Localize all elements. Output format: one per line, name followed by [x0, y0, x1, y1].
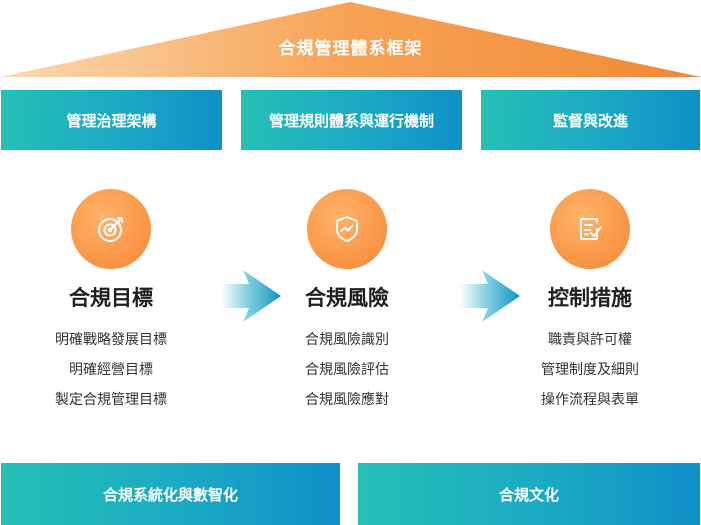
list-item: 合規風險識別 [305, 332, 389, 348]
pillar-label: 監督與改進 [552, 111, 628, 130]
pillar-label: 管理規則體系與運行機制 [268, 111, 434, 130]
checklist-icon-circle [550, 189, 630, 269]
list-item: 管理制度及細則 [541, 362, 639, 378]
target-icon [98, 217, 123, 242]
pillar-governance-structure: 管理治理架構 [1, 90, 222, 150]
shield-icon [336, 216, 358, 242]
shield-icon-circle [307, 189, 387, 269]
framework-title: 合規管理體系框架 [278, 39, 423, 59]
framework-roof [0, 2, 701, 77]
target-icon-circle [71, 189, 151, 269]
list-item: 明確經營目標 [69, 362, 153, 378]
foundation-label: 合規系統化與數智化 [102, 485, 238, 504]
flow-arrow-icon [460, 270, 520, 322]
foundation-label: 合規文化 [498, 485, 559, 504]
list-item: 合規風險應對 [305, 392, 389, 408]
column-list-control-measures: 職責與許可權 管理制度及細則 操作流程與表單 [490, 329, 690, 419]
checklist-icon [580, 218, 602, 240]
column-title-compliance-risk: 合規風險 [305, 286, 389, 310]
list-item: 職責與許可權 [548, 332, 632, 348]
column-list-compliance-risk: 合規風險識別 合規風險評估 合規風險應對 [247, 329, 447, 419]
pillar-rules-system: 管理規則體系與運行機制 [241, 90, 462, 150]
column-title-compliance-goals: 合規目標 [69, 286, 153, 310]
pillar-supervision: 監督與改進 [481, 90, 700, 150]
list-item: 製定合規管理目標 [55, 392, 167, 408]
column-list-compliance-goals: 明確戰略發展目標 明確經營目標 製定合規管理目標 [11, 329, 211, 419]
list-item: 操作流程與表單 [541, 392, 639, 408]
column-title-control-measures: 控制措施 [548, 286, 632, 310]
list-item: 明確戰略發展目標 [55, 332, 167, 348]
list-item: 合規風險評估 [305, 362, 389, 378]
foundation-digitalization: 合規系統化與數智化 [1, 463, 340, 525]
pillar-label: 管理治理架構 [66, 111, 157, 130]
flow-arrow-icon [221, 270, 281, 322]
foundation-culture: 合規文化 [358, 463, 700, 525]
